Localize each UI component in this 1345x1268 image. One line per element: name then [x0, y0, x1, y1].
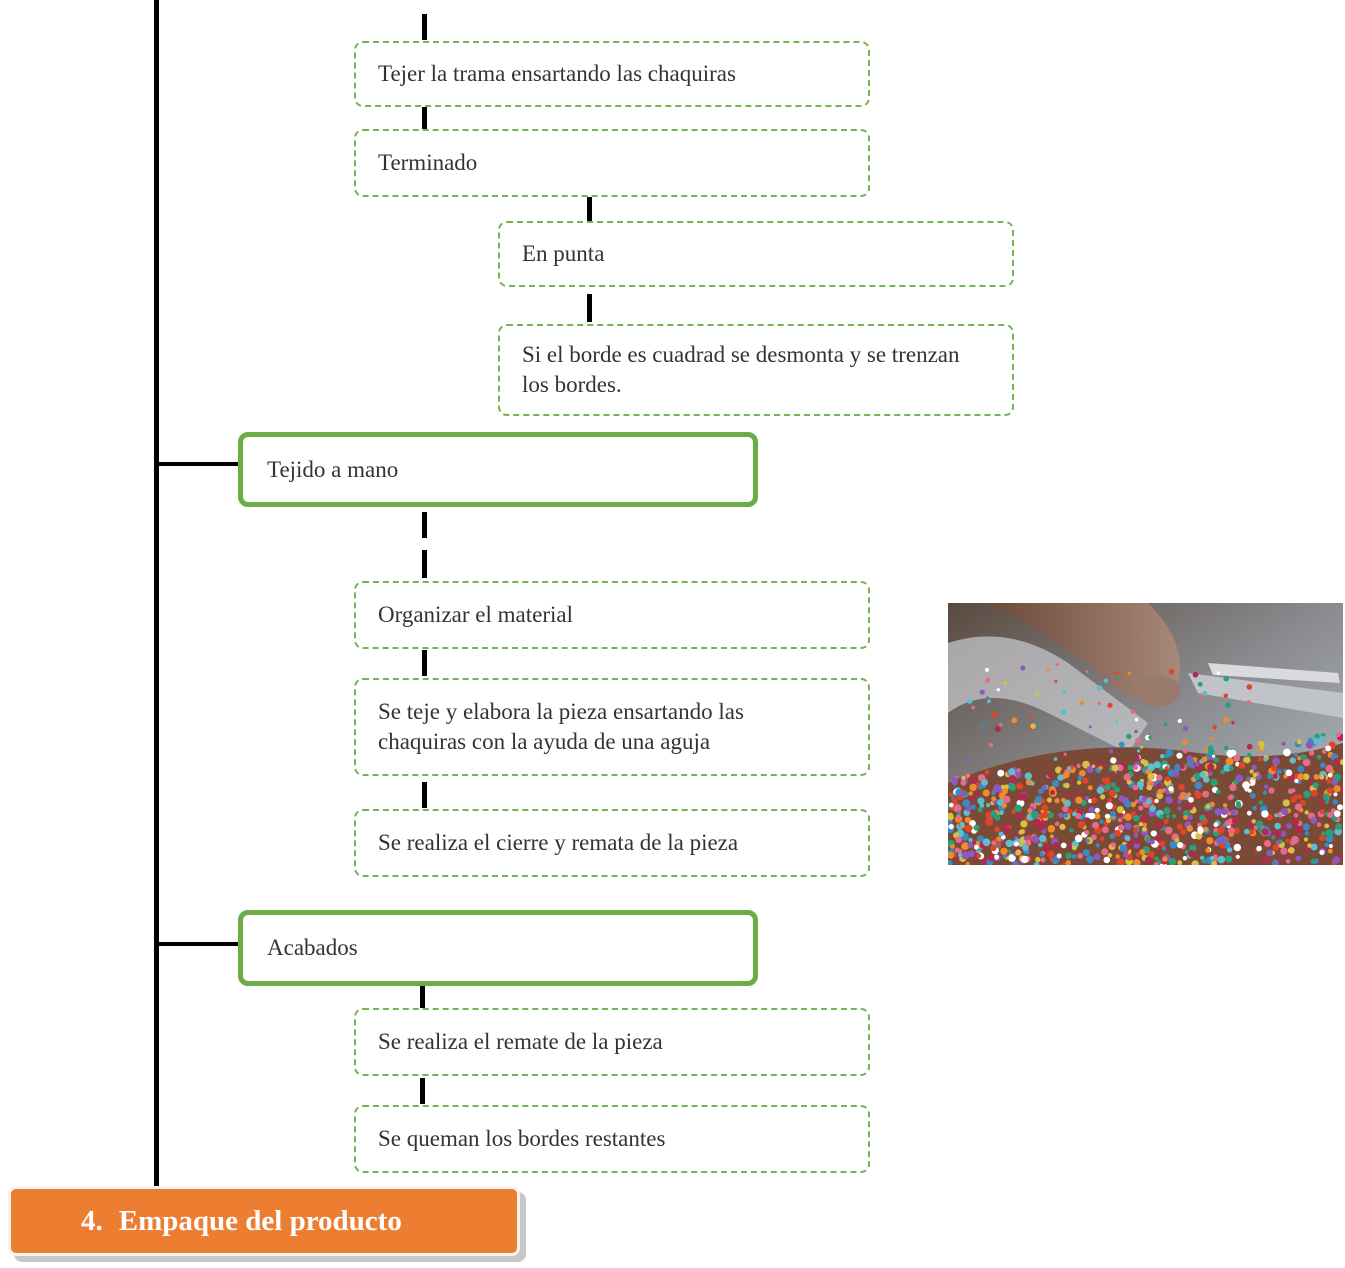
step-box-cierre: Se realiza el cierre y remata de la piez…: [354, 809, 870, 877]
step-box-organizar: Organizar el material: [354, 581, 870, 649]
step-text: En punta: [522, 241, 605, 266]
step-header-empaque: 4. Empaque del producto: [8, 1186, 520, 1256]
section-box-acabados: Acabados: [238, 910, 758, 986]
step-box-en-punta: En punta: [498, 221, 1014, 287]
bead-cluster: [948, 662, 1343, 865]
step-title: Empaque del producto: [118, 1204, 402, 1237]
main-spine-line: [154, 0, 159, 1188]
step-box-tejer-trama: Tejer la trama ensartando las chaquiras: [354, 41, 870, 107]
connector: [422, 512, 427, 538]
connector: [420, 984, 425, 1010]
step-text: Se realiza el remate de la pieza: [378, 1029, 663, 1054]
step-box-teje-elabora: Se teje y elabora la pieza ensartando la…: [354, 678, 870, 776]
connector: [422, 14, 427, 40]
step-text: Terminado: [378, 150, 478, 175]
step-text: Se teje y elabora la pieza ensartando la…: [378, 699, 744, 754]
step-text: Organizar el material: [378, 602, 573, 627]
beads-photo: [948, 603, 1343, 865]
step-box-terminado: Terminado: [354, 129, 870, 197]
connector: [587, 196, 592, 222]
step-box-borde-cuadrado: Si el borde es cuadrad se desmonta y se …: [498, 324, 1014, 416]
step-number: 4.: [81, 1204, 103, 1237]
section-title: Tejido a mano: [267, 456, 399, 482]
step-text: Si el borde es cuadrad se desmonta y se …: [522, 342, 960, 397]
connector: [422, 550, 427, 578]
connector: [422, 782, 427, 808]
step-text: Tejer la trama ensartando las chaquiras: [378, 61, 736, 86]
connector: [422, 650, 427, 676]
step-box-quemar: Se queman los bordes restantes: [354, 1105, 870, 1173]
section-title: Acabados: [267, 935, 358, 960]
step-text: Se queman los bordes restantes: [378, 1126, 666, 1151]
connector: [587, 294, 592, 322]
section-box-tejido-a-mano: Tejido a mano: [238, 432, 758, 507]
connector: [422, 104, 427, 130]
step-text: Se realiza el cierre y remata de la piez…: [378, 830, 739, 855]
branch-tejido-line: [156, 462, 240, 466]
beads-photo-drawing: [948, 603, 1343, 865]
step-box-remate: Se realiza el remate de la pieza: [354, 1008, 870, 1076]
branch-acabados-line: [156, 942, 240, 946]
connector: [420, 1078, 425, 1104]
